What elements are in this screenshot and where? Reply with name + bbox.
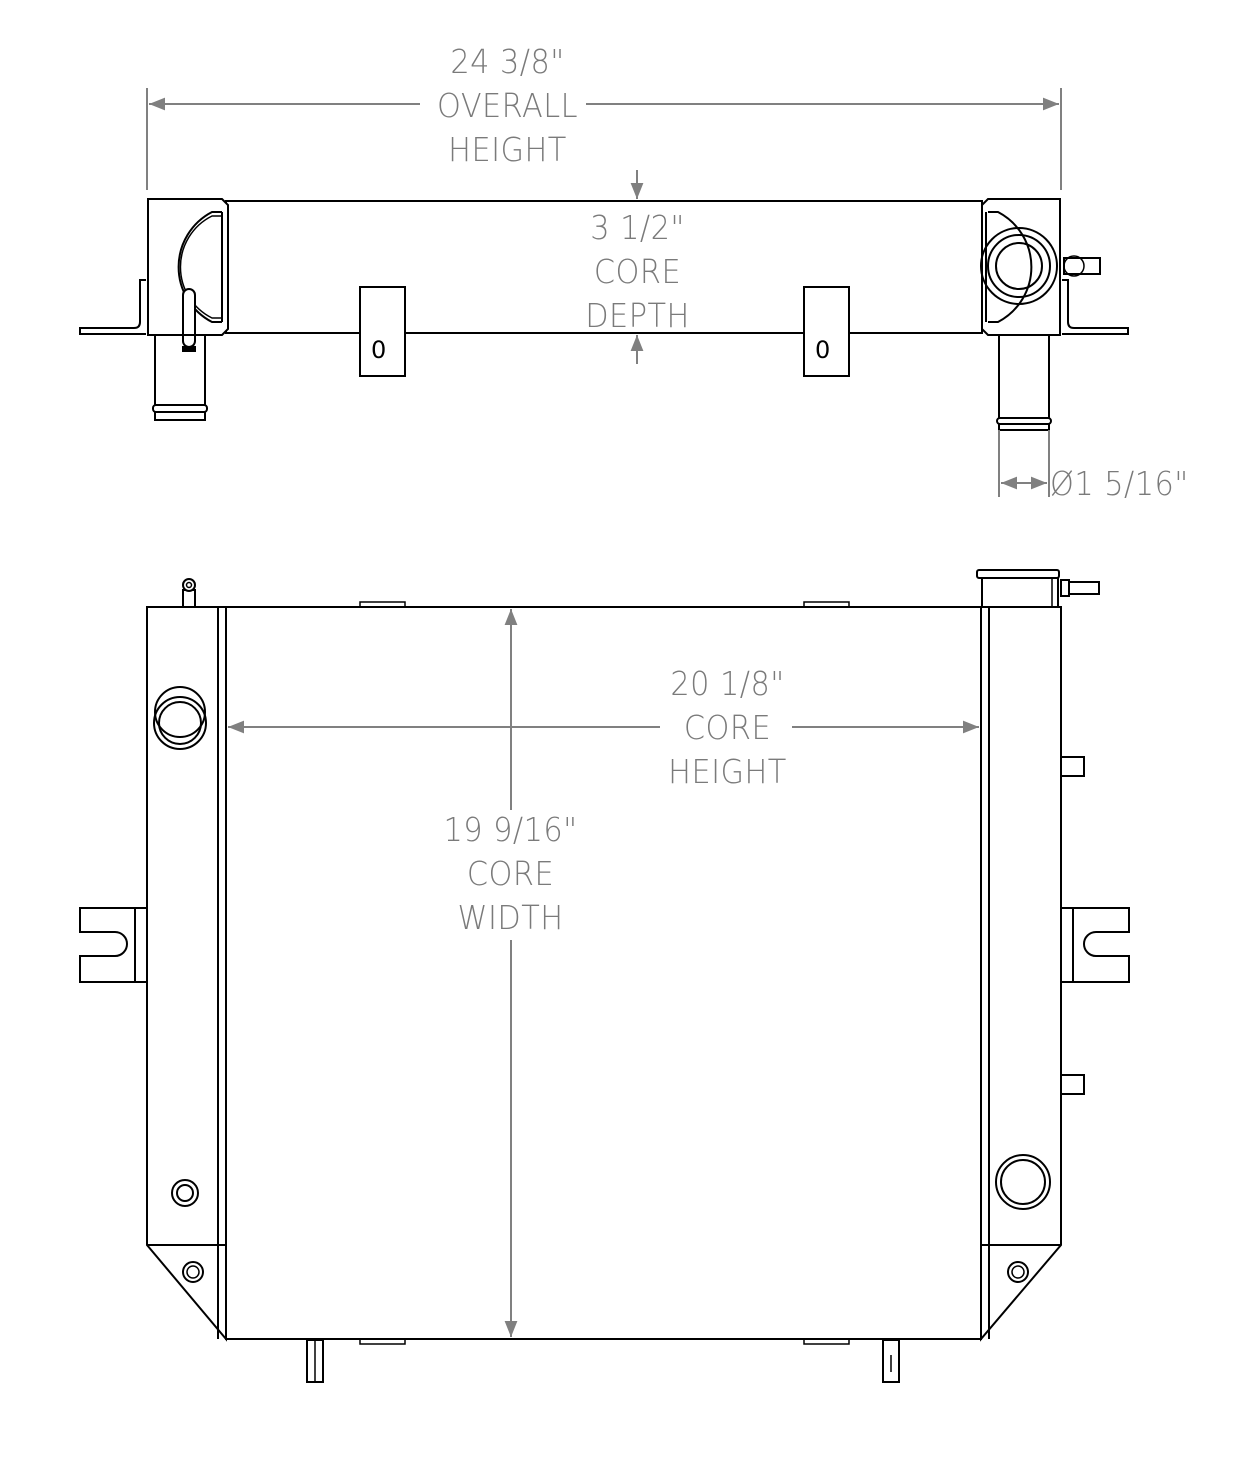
- top-view: [79, 88, 1129, 497]
- overall-height-value: 24 3/8": [450, 42, 565, 81]
- inlet-diameter-value: Ø1 5/16": [1050, 464, 1189, 503]
- core-height-value: 20 1/8": [670, 664, 785, 703]
- overall-height-line1: OVERALL: [436, 86, 578, 125]
- core-depth-value: 3 1/2": [590, 208, 685, 247]
- lug-mark-left: 0: [371, 336, 387, 364]
- core-height-line1: CORE: [683, 708, 772, 747]
- core-depth-label: 3 1/2" CORE DEPTH: [548, 206, 727, 338]
- lug-mark-right: 0: [815, 336, 831, 364]
- core-width-label: 19 9/16" CORE WIDTH: [425, 808, 595, 940]
- core-depth-line1: CORE: [593, 252, 682, 291]
- core-height-label: 20 1/8" CORE HEIGHT: [647, 662, 808, 794]
- overall-height-label: 24 3/8" OVERALL HEIGHT: [409, 40, 607, 172]
- front-view: [79, 569, 1130, 1383]
- core-depth-line2: DEPTH: [585, 296, 690, 335]
- core-width-value: 19 9/16": [443, 810, 578, 849]
- mounting-lug-left: [359, 286, 406, 377]
- overall-height-line2: HEIGHT: [448, 130, 567, 169]
- inlet-diameter-label: Ø1 5/16": [1050, 462, 1211, 506]
- mounting-lug-right: [803, 286, 850, 377]
- core-width-line1: CORE: [466, 854, 555, 893]
- core-height-line2: HEIGHT: [668, 752, 787, 791]
- core-width-line2: WIDTH: [457, 898, 564, 937]
